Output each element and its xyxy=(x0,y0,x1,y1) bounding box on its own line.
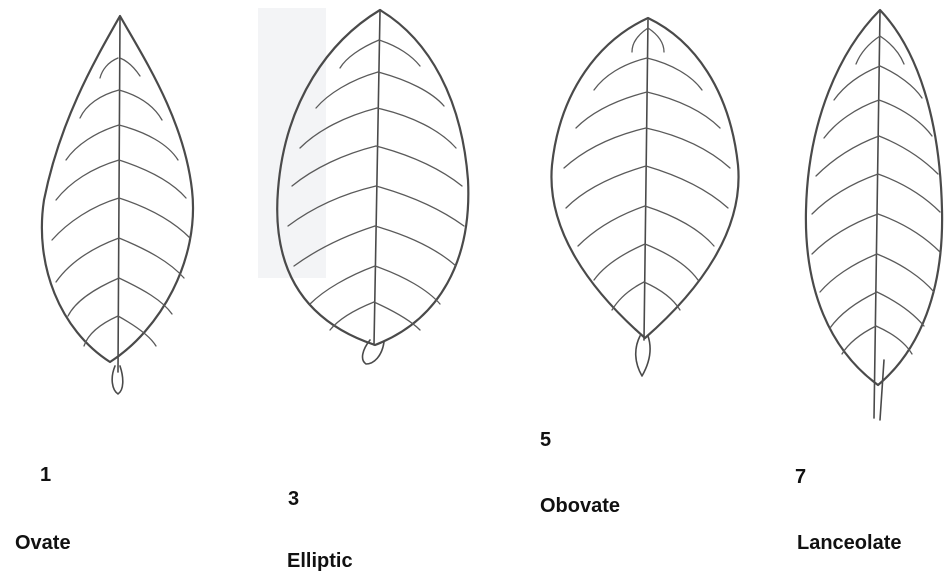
leaf-3-number: 3 xyxy=(288,488,299,511)
leaf-5-number: 5 xyxy=(540,429,551,452)
leaf-3-name: Elliptic xyxy=(287,550,353,573)
leaf-1-number: 1 xyxy=(40,464,51,487)
leaf-1-name: Ovate xyxy=(15,532,71,555)
leaf-5-name: Obovate xyxy=(540,495,620,518)
leaf-7-name: Lanceolate xyxy=(797,532,901,555)
leaf-7-number: 7 xyxy=(795,466,806,489)
